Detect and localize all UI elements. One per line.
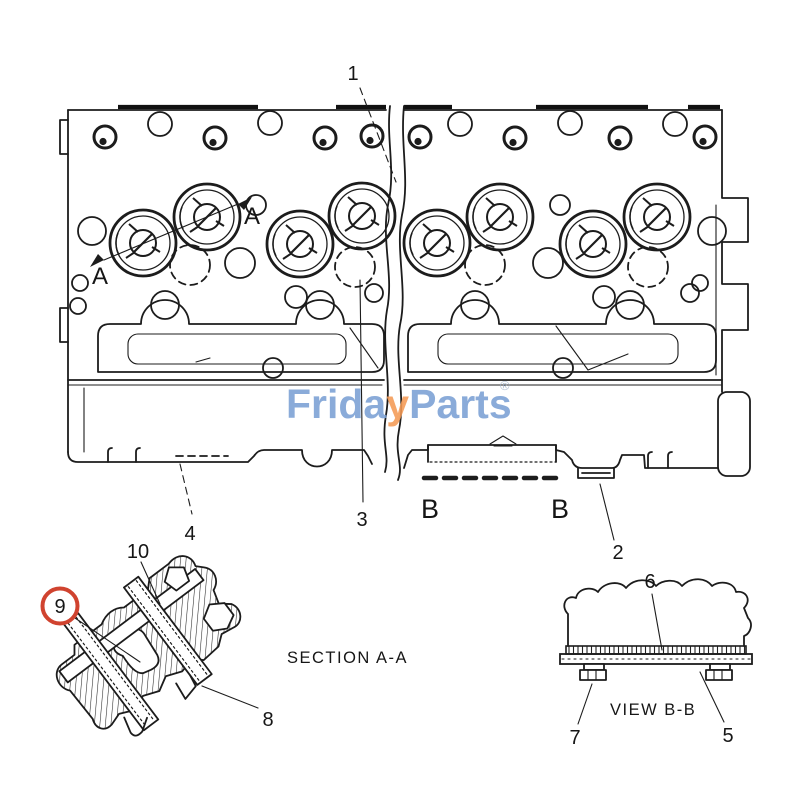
right-end-boss [717,391,751,477]
section-arrow-upper [238,197,252,210]
hex-hole [202,602,235,632]
callout-9: 9 [54,596,65,618]
leader-9 [74,617,141,663]
watermark: FridayParts ® [286,378,512,427]
leader-1 [359,87,397,183]
head-left-tabs [59,119,69,343]
small-holes [69,194,727,379]
callout-7: 7 [569,727,580,749]
bolt-left [579,663,607,681]
section-letter-a-lower: A [92,263,108,290]
section-feet [123,674,197,737]
watermark-parts: Parts [409,381,512,427]
callout-5: 5 [722,725,733,747]
torn-block-outline [563,578,752,647]
manifold-runner-outlines [97,299,717,373]
injector-bores-dashed [169,244,669,288]
rocker-shaft-2 [123,575,213,686]
leader-3 [359,279,364,503]
section-letter-a-upper: A [244,203,260,230]
plate-band [559,653,753,665]
watermark-y-swoosh: y [386,381,409,427]
highlight-circle-9 [40,586,80,626]
callout-1: 1 [347,63,358,85]
leader-4 [179,463,193,515]
registered-mark: ® [500,378,510,393]
leader-10 [140,561,161,605]
callout-4: 4 [184,523,195,545]
callouts-main: 1 3 2 4 A A B B [92,63,624,564]
leader-7 [577,683,593,725]
callout-8: 8 [262,709,273,731]
rocker-shaft-1 [62,612,160,732]
rocker-support-section [55,555,242,737]
watermark-frida: Frida [286,381,387,427]
lower-flange [67,379,723,481]
view-bb-caption: VIEW B-B [610,701,696,719]
callout-3: 3 [356,509,367,531]
leader-8 [201,685,259,709]
callout-10: 10 [127,541,149,563]
section-aa-caption: SECTION A-A [287,649,408,667]
main-head-view [59,104,751,481]
view-bb-detail: 6 5 7 VIEW B-B [559,571,753,749]
pentagon-hole [163,566,191,592]
view-letter-b-left: B [421,494,439,524]
leader-6 [651,593,663,651]
leader-5 [699,671,725,723]
dowel-pad [577,467,615,479]
section-aa-detail: 10 9 8 SECTION A-A [40,541,408,737]
section-arrow-lower [90,254,104,267]
watermark-text: FridayParts [286,381,512,427]
top-bolt-hole-row [92,110,718,151]
callout-2: 2 [612,542,623,564]
callout-6: 6 [644,571,655,593]
spacer-plate [565,645,747,655]
head-right-edge [721,109,749,393]
leader-2 [599,483,615,541]
view-letter-b-right: B [551,494,569,524]
section-line-a-a [90,197,252,267]
bolt-right [705,663,733,681]
